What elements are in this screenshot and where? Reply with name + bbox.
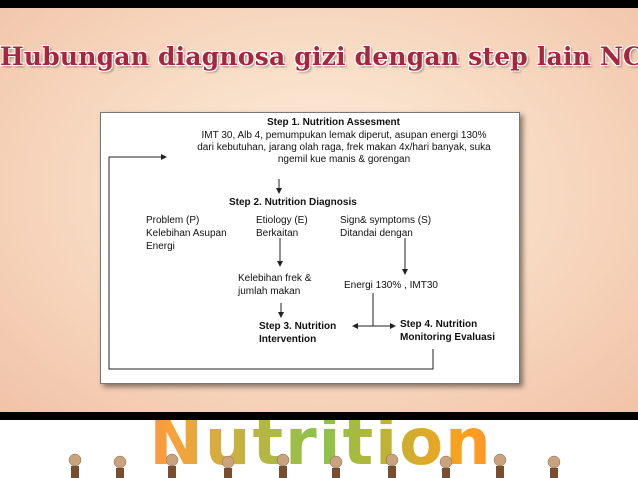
ncp-diagram: Step 1. Nutrition Assesment IMT 30, Alb … [100,112,520,384]
nutrition-logo-word: Nutrition [26,420,616,478]
signs-detail: Energi 130% , IMT30 [344,280,438,291]
footer-figures-illustration [68,453,561,478]
etiology-detail-line2: jumlah makan [238,286,301,297]
slide-background: Hubungan diagnosa gizi dengan step lain … [0,8,638,412]
problem-label: Problem (P) [146,215,200,226]
cartoon-figures [68,453,561,469]
step3-line1: Step 3. Nutrition [259,321,337,332]
step2-title: Step 2. Nutrition Diagnosis [229,197,357,208]
signs-value: Ditandai dengan [340,228,413,239]
problem-value-line1: Kelebihan Asupan [146,228,227,239]
problem-value-line2: Energi [146,241,175,252]
footer-banner: Nutrition [0,420,638,478]
step1-line2: dari kebutuhan, jarang olah raga, frek m… [197,142,491,153]
diagram-connectors [108,154,434,370]
cartoon-figure-bodies [71,466,558,478]
feedback-loop-arrow [108,154,434,370]
step4-line2: Monitoring Evaluasi [400,332,496,343]
etiology-detail-line1: Kelebihan frek & [238,273,312,284]
step1-title: Step 1. Nutrition Assesment [267,117,400,128]
step1-line3: ngemil kue manis & gorengan [277,154,411,165]
step4-line1: Step 4. Nutrition [400,319,478,330]
step3-line2: Intervention [259,334,317,345]
step1-line1: IMT 30, Alb 4, pemumpukan lemak diperut,… [201,130,487,141]
slide-title: Hubungan diagnosa gizi dengan step lain … [0,42,638,71]
signs-label: Sign& symptoms (S) [340,215,432,226]
etiology-value: Berkaitan [256,228,299,239]
etiology-label: Etiology (E) [256,215,308,226]
